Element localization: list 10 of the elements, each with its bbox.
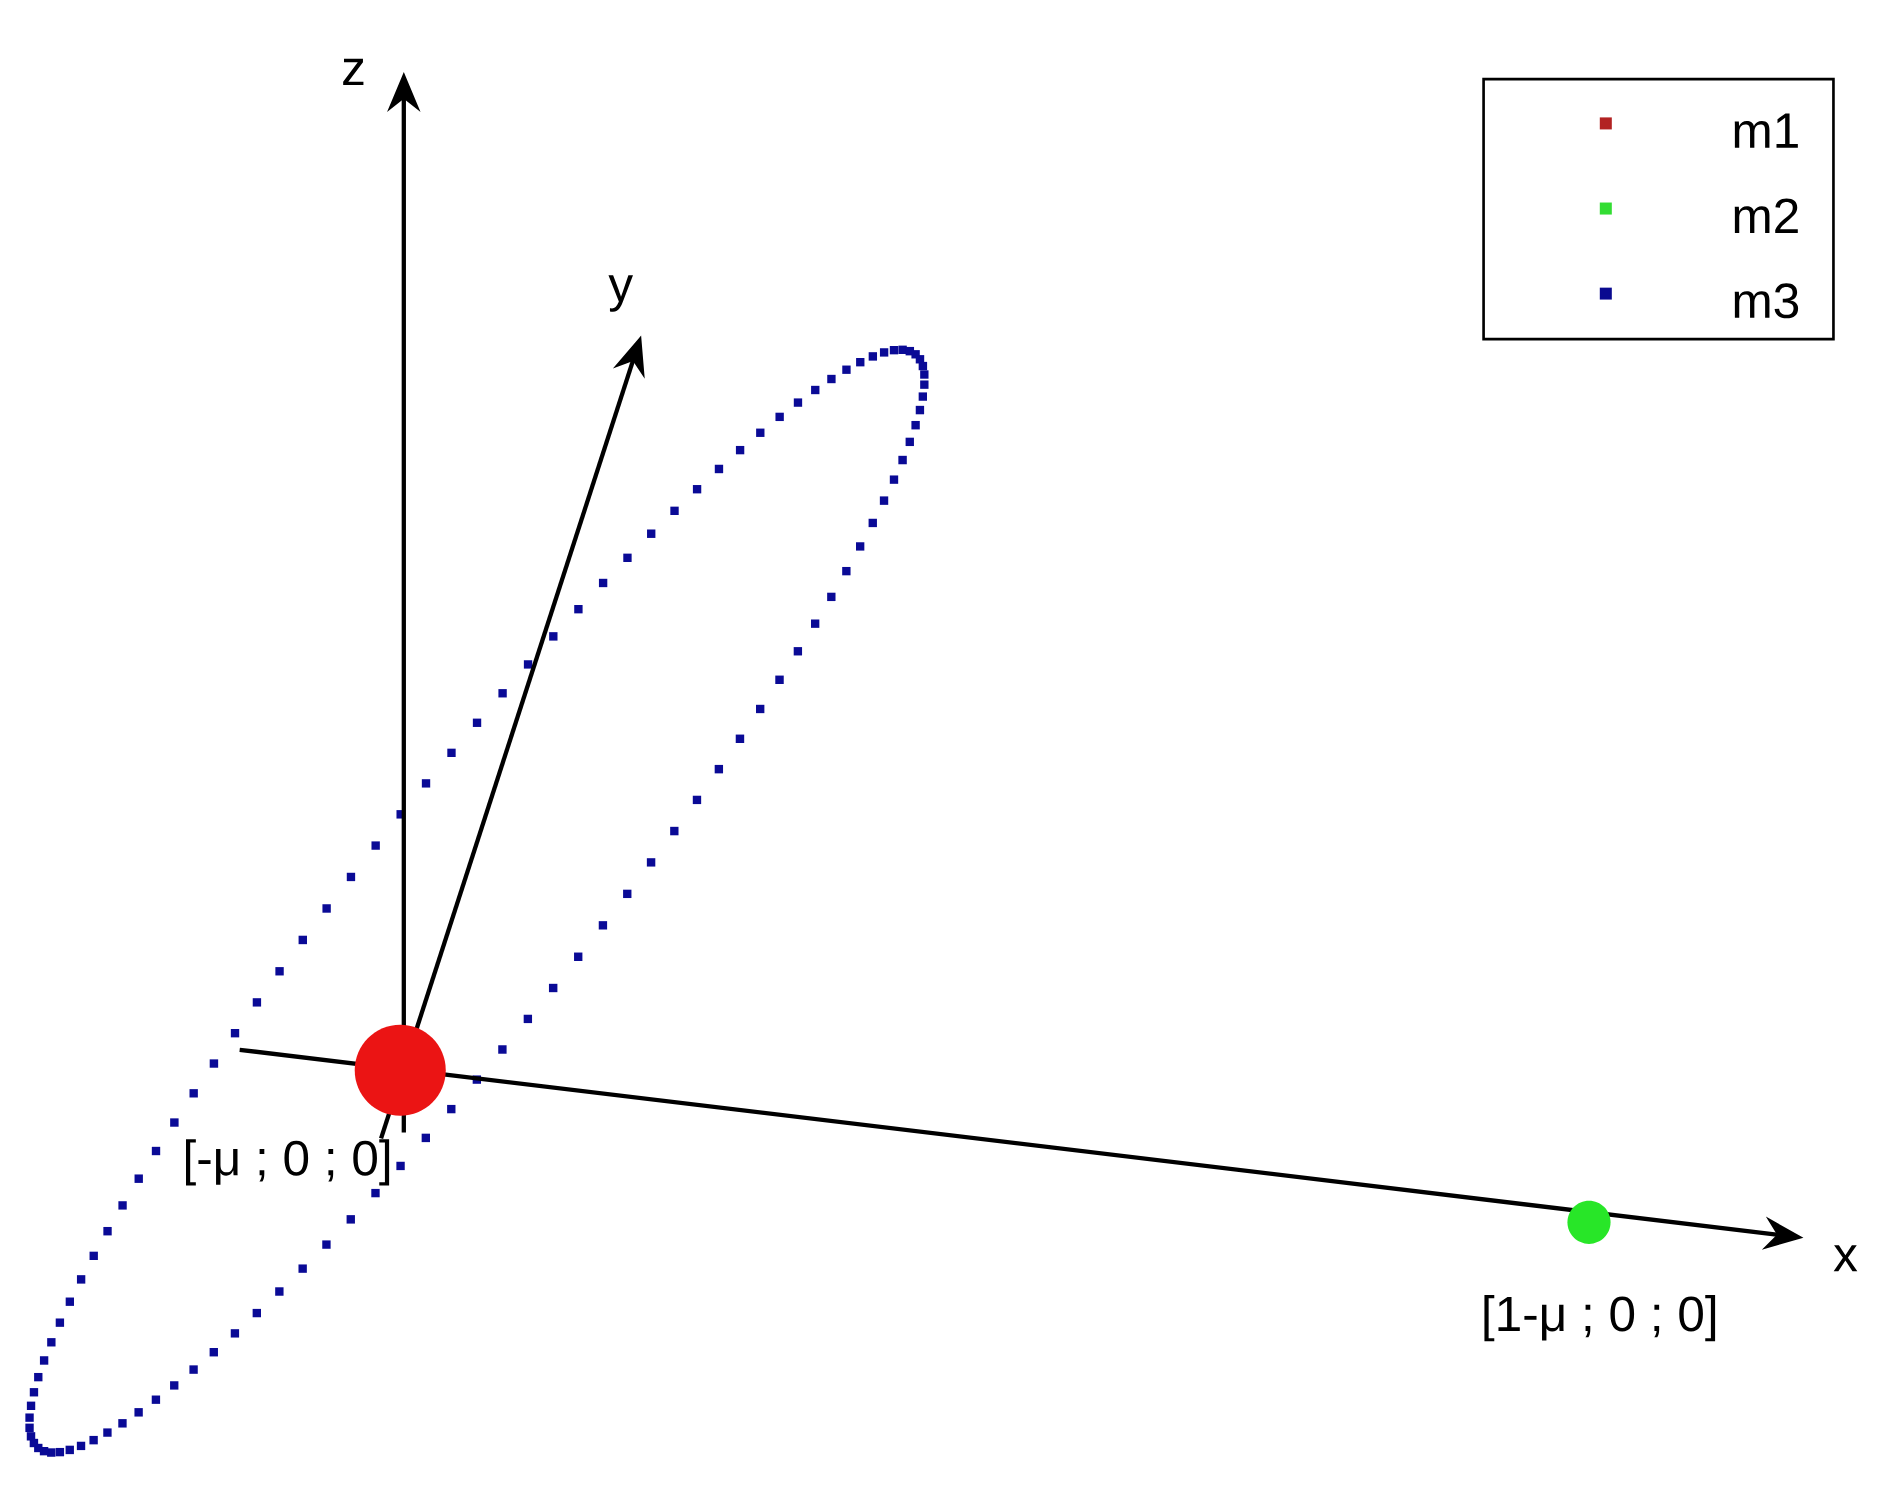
- axis-label: x: [1833, 1245, 1858, 1272]
- mass-point: [1567, 1200, 1611, 1244]
- coordinate-label: [-μ ; 0 ; 0]: [186, 1139, 390, 1186]
- legend-label: m2: [1734, 198, 1798, 233]
- axis-label: z: [343, 58, 364, 85]
- legend-label: m1: [1734, 113, 1798, 148]
- legend-label: m3: [1734, 283, 1799, 319]
- axis-label: y: [608, 275, 633, 312]
- coordinate-label: [1-μ ; 0 ; 0]: [1484, 1295, 1716, 1342]
- mass-point: [354, 1024, 446, 1116]
